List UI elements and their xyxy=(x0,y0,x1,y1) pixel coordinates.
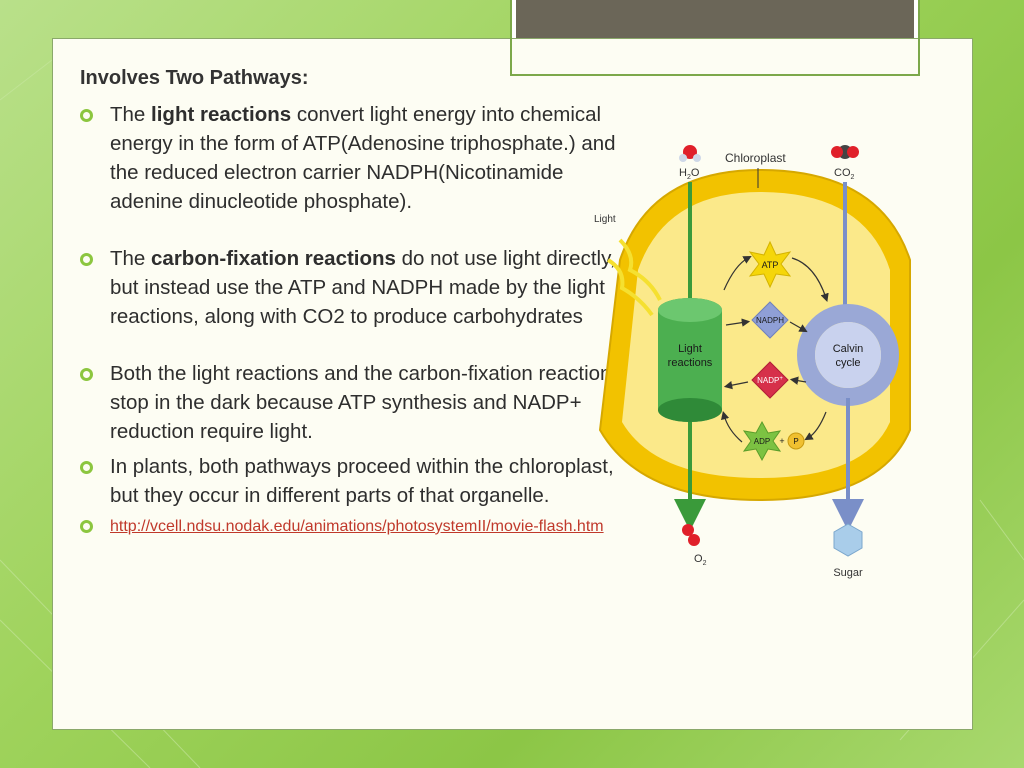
phosphate-icon xyxy=(787,432,805,450)
title-tab-border xyxy=(510,0,920,76)
animation-link[interactable]: http://vcell.ndsu.nodak.edu/animations/p… xyxy=(110,518,604,535)
thylakoid-stack xyxy=(658,298,722,422)
bullet-list: The light reactions convert light energy… xyxy=(80,100,640,537)
bullet-text: Both the light reactions and the carbon-… xyxy=(110,362,622,443)
light-reactions-label-1: Light xyxy=(678,343,702,355)
sugar-molecule-icon xyxy=(833,523,863,557)
light-reactions-label-2: reactions xyxy=(668,357,713,369)
co2-molecule-icon xyxy=(831,145,859,159)
bullet-dark-stop: Both the light reactions and the carbon-… xyxy=(80,359,640,446)
oxygen-molecule-icon xyxy=(682,524,700,546)
chloroplast-label: Chloroplast xyxy=(725,151,786,165)
adp-label: ADP xyxy=(754,437,770,446)
bullet-link: http://vcell.ndsu.nodak.edu/animations/p… xyxy=(80,516,640,537)
sugar-label: Sugar xyxy=(833,567,863,579)
bullet-ring-icon xyxy=(80,461,93,474)
calvin-cycle-label-1: Calvin xyxy=(833,343,864,355)
co2-label: CO2 xyxy=(834,167,855,181)
bullet-ring-icon xyxy=(80,520,93,533)
nadp-diamond-icon xyxy=(751,361,789,399)
light-label: Light xyxy=(594,214,616,225)
slide-heading: Involves Two Pathways: xyxy=(80,67,309,89)
nadp-label: NADP+ xyxy=(757,376,783,385)
bullet-ring-icon xyxy=(80,109,93,122)
light-rays-icon xyxy=(606,238,662,317)
bullet-bold-term: carbon-fixation reactions xyxy=(151,247,396,270)
atp-label: ATP xyxy=(762,260,779,270)
bullet-text: In plants, both pathways proceed within … xyxy=(110,455,614,507)
bullet-chloroplast-location: In plants, both pathways proceed within … xyxy=(80,452,640,510)
nadph-label: NADPH xyxy=(756,316,784,325)
bullet-ring-icon xyxy=(80,253,93,266)
bullet-bold-term: light reactions xyxy=(151,103,292,126)
bullet-text: convert light energy into chemical energ… xyxy=(110,103,616,213)
o2-label: O2 xyxy=(694,553,707,567)
h2o-label: H2O xyxy=(679,167,700,181)
bullet-prefix: The xyxy=(110,103,152,126)
plus-sign: + xyxy=(779,436,784,446)
bullet-carbon-fixation: The carbon-fixation reactions do not use… xyxy=(80,244,640,331)
calvin-cycle-label-2: cycle xyxy=(835,357,860,369)
bullet-ring-icon xyxy=(80,368,93,381)
adp-star-icon xyxy=(742,420,782,462)
nadph-diamond-icon xyxy=(751,301,789,339)
exchange-arrows xyxy=(721,256,829,443)
bullet-text: do not use light directly, but instead u… xyxy=(110,247,616,328)
water-molecule-icon xyxy=(679,145,701,162)
phosphate-label: P xyxy=(793,437,798,446)
chloroplast-diagram: H2O Chloroplast CO2 Light Light reaction… xyxy=(594,145,911,579)
atp-star-icon xyxy=(748,240,792,289)
bullet-prefix: The xyxy=(110,247,152,270)
calvin-cycle-icon xyxy=(797,304,899,406)
bullet-light-reactions: The light reactions convert light energy… xyxy=(80,100,640,216)
